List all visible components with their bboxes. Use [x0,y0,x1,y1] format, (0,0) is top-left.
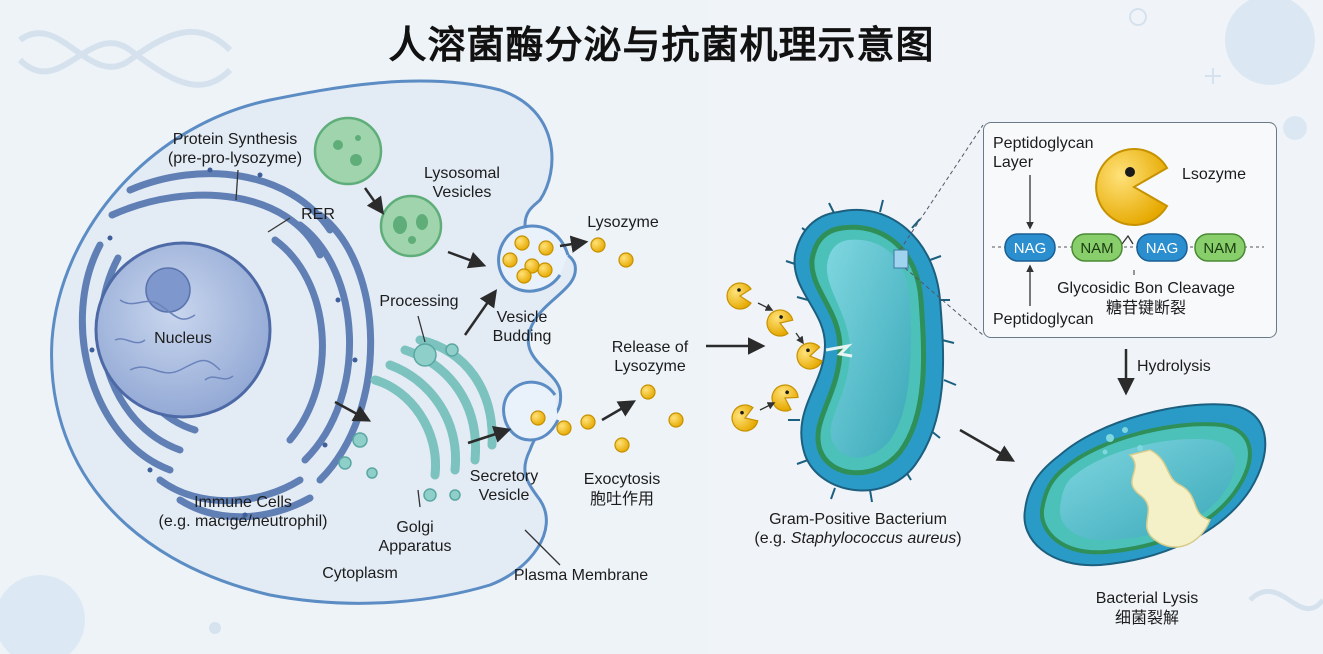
label-bacterium: Gram-Positive Bacterium (e.g. Staphyloco… [754,511,962,547]
lysozyme-pacman-icon [726,282,752,310]
lysozyme-particles [502,235,684,453]
lysozyme-dot [618,252,634,268]
label-processing: Processing [379,293,459,310]
label-nucleus: Nucleus [154,330,212,347]
lysozyme-dot [516,268,532,284]
label-peptidoglycan-bottom: Peptidoglycan [993,311,1094,328]
lysozyme-dot [640,384,656,400]
lysozyme-dot [514,235,530,251]
label-inset-lysozyme: Lsozyme [1182,166,1247,183]
label-immune-cells: Immune Cells(e.g. macıge/neutrophil) [158,494,328,530]
lysozyme-dot [580,414,596,430]
lysozyme-dot [538,240,554,256]
lysozyme-dot [537,262,553,278]
leader-lines [235,169,561,566]
lysozyme-pacman-icon [771,384,799,412]
lysozyme-dot [590,237,606,253]
lysozyme-dot [502,252,518,268]
lysozyme-pacman-icon [766,309,794,337]
lysozyme-pacman-icon [796,342,823,370]
process-arrows [334,187,1135,462]
lysozyme-dot [556,420,572,436]
lysosomal-vesicles [313,116,443,258]
label-hydrolysis: Hydrolysis [1137,358,1211,375]
lysozyme-dot [614,437,630,453]
lysozyme-dot [668,412,684,428]
label-plasma-membrane: Plasma Membrane [513,567,649,584]
label-lysozyme-top: Lysozyme [587,214,659,231]
lysozyme-pacman-icon [731,404,759,432]
label-rer: RER [301,206,335,223]
golgi-vesicles [338,343,461,502]
label-protein-synthesis: Protein Synthesis(pre-pro-lysozyme) [167,131,303,167]
label-cytoplasm: Cytoplasm [322,565,398,582]
label-species: Staphylococcus aureus [790,530,957,547]
er-ribosomes [89,167,358,518]
lysozyme-pacmen [726,282,823,432]
immune-cell [50,79,577,605]
lysozyme-dot [530,410,546,426]
zoom-lines [893,124,984,336]
gram-positive-bacterium [785,199,957,503]
nucleus [94,241,272,419]
diagram-title: 人溶菌酶分泌与抗菌机理示意图 [388,23,935,67]
lysed-bacterium [1023,403,1267,567]
